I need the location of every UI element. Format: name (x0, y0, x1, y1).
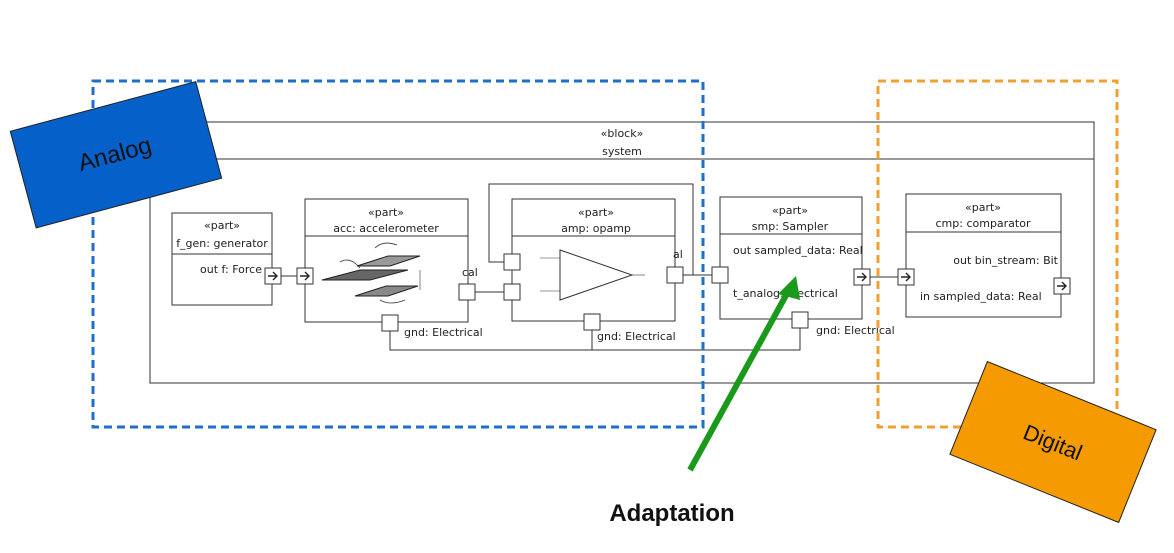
cmp-stereotype: «part» (965, 201, 1001, 214)
f-gen-port-label: out f: Force (200, 263, 262, 276)
acc-gnd-port (381, 314, 399, 332)
smp-gnd-label: gnd: Electrical (816, 324, 895, 337)
smp-name: smp: Sampler (752, 220, 829, 233)
connectors (281, 183, 898, 351)
acc-gnd-label: gnd: Electrical (404, 326, 483, 339)
part-opamp[interactable]: «part» amp: opamp al (511, 198, 683, 322)
amp-port-fragment: al (673, 248, 683, 261)
f-gen-name: f_gen: generator (176, 237, 268, 250)
amp-in-port (503, 283, 521, 301)
acc-name: acc: accelerometer (333, 222, 439, 235)
amp-out-port (666, 266, 684, 284)
adaptation-arrow (687, 276, 800, 472)
f-gen-stereotype: «part» (204, 219, 240, 232)
capacitor-plates-icon (321, 242, 421, 304)
digital-callout: Digital (949, 360, 1157, 524)
amp-gnd-port (583, 313, 601, 331)
analog-region (91, 79, 705, 429)
part-f-gen[interactable]: «part» f_gen: generator out f: Force (171, 212, 273, 306)
smp-gnd-port (791, 311, 809, 329)
ports (264, 253, 1071, 332)
system-name: system (602, 145, 642, 158)
amp-name: amp: opamp (561, 222, 631, 235)
acc-port-fragment: cal (462, 266, 478, 279)
acc-out-port (458, 283, 476, 301)
smp-in-port (711, 266, 729, 284)
analog-callout: Analog (9, 80, 223, 229)
part-sampler[interactable]: «part» smp: Sampler out sampled_data: Re… (719, 196, 863, 320)
part-comparator[interactable]: «part» cmp: comparator out bin_stream: B… (905, 193, 1062, 318)
amp-gnd-label: gnd: Electrical (597, 330, 676, 343)
opamp-triangle-icon (540, 249, 645, 301)
part-accelerometer[interactable]: «part» acc: accelerometer cal (304, 198, 478, 323)
amp-stereotype: «part» (578, 206, 614, 219)
smp-stereotype: «part» (772, 204, 808, 217)
cmp-name: cmp: comparator (936, 217, 1031, 230)
amp-fb-port (503, 253, 521, 271)
cmp-port-out-label: out bin_stream: Bit (953, 254, 1058, 267)
port-arrows (268, 271, 1067, 291)
system-stereotype: «block» (601, 127, 644, 140)
adaptation-label: Adaptation (609, 500, 734, 527)
smp-port-out-label: out sampled_data: Real (733, 244, 863, 257)
cmp-port-in-label: in sampled_data: Real (920, 290, 1042, 303)
acc-stereotype: «part» (368, 206, 404, 219)
